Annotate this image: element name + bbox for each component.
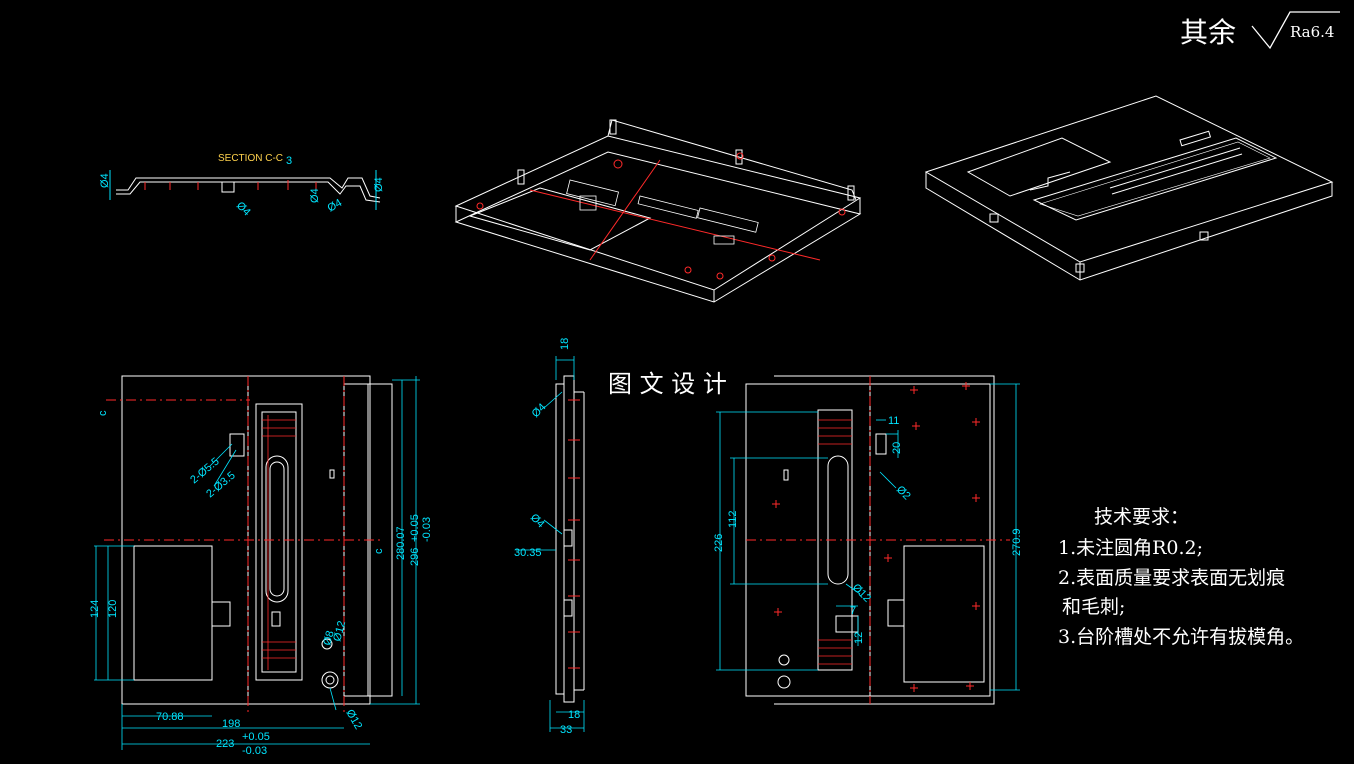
front-plan-view: c c 2-Ø5.5 2-Ø3.5 Ø8 Ø12 Ø12 70.88 198 2… [89, 375, 433, 757]
roughness-value: Ra6.4 [1290, 23, 1334, 41]
side-dim-bot-18: 18 [568, 709, 580, 721]
roughness-prefix: 其余 [1180, 16, 1236, 49]
back-plan-view: 226 112 270.9 11 20 7 12 Ø2 Ø12 [713, 375, 1023, 705]
cut-mark-c-top: c [97, 410, 109, 416]
side-dim-33: 33 [560, 724, 572, 736]
dim-223: 223 [216, 738, 234, 750]
section-d4-right2: Ø4 [373, 177, 385, 192]
isometric-view-top [924, 95, 1334, 281]
side-dim-top-18: 18 [559, 338, 571, 350]
back-dim-7: 7 [850, 605, 856, 617]
isometric-view-bottom [454, 119, 862, 303]
side-d4-top: Ø4 [530, 401, 549, 420]
roughness-symbol: 其余 Ra6.4 [1180, 11, 1340, 50]
dim-198: 198 [222, 718, 240, 730]
side-view: 18 18 33 Ø4 Ø4 30.35 [514, 338, 585, 736]
section-d4-left: Ø4 [99, 173, 111, 188]
callout-d12a: Ø12 [331, 620, 348, 643]
dim-124: 124 [89, 600, 101, 618]
cut-mark-c-right: c [373, 548, 385, 554]
back-d2: Ø2 [894, 484, 913, 503]
section-d4-mid: Ø4 [234, 200, 253, 219]
back-dim-270-9: 270.9 [1011, 528, 1023, 556]
dim-70-88: 70.88 [156, 711, 184, 723]
section-d4-right1: Ø4 [326, 197, 345, 215]
dim-223-tol-dn: -0.03 [242, 745, 267, 757]
callout-d8: Ø8 [321, 629, 336, 646]
back-dim-20: 20 [891, 442, 903, 454]
dim-296-tol-up: +0.05 [409, 514, 421, 542]
tech-req-line-1: 1.未注圆角R0.2; [1058, 537, 1203, 559]
back-dim-226: 226 [713, 534, 725, 552]
watermark: 图 文 设 计 [608, 370, 727, 398]
tech-req-title: 技术要求： [1094, 506, 1189, 528]
tech-req-line-4: 3.台阶槽处不允许有拔模角。 [1058, 626, 1304, 648]
dim-296: 296 [409, 548, 421, 566]
back-dim-11: 11 [888, 415, 899, 427]
section-view: SECTION C-C Ø4 Ø4 3 Ø4 Ø4 Ø4 [99, 153, 385, 219]
dim-280-07: 280.07 [395, 526, 407, 560]
tech-req-line-3: 和毛刺; [1062, 596, 1125, 618]
side-d4-mid: Ø4 [528, 512, 547, 531]
back-dim-112: 112 [727, 510, 739, 528]
technical-requirements: 技术要求： 1.未注圆角R0.2; 2.表面质量要求表面无划痕 和毛刺; 3.台… [1058, 506, 1304, 648]
dim-296-tol-dn: -0.03 [421, 517, 433, 542]
section-label: SECTION C-C [218, 153, 283, 164]
dim-223-tol-up: +0.05 [242, 731, 270, 743]
side-dim-30-35: 30.35 [514, 547, 542, 559]
back-dim-12: 12 [853, 632, 865, 644]
section-r3: 3 [286, 155, 292, 167]
callout-d12b: Ø12 [343, 708, 364, 732]
dim-120: 120 [107, 600, 119, 618]
tech-req-line-2: 2.表面质量要求表面无划痕 [1058, 567, 1285, 589]
section-d4-small: Ø4 [309, 188, 321, 203]
